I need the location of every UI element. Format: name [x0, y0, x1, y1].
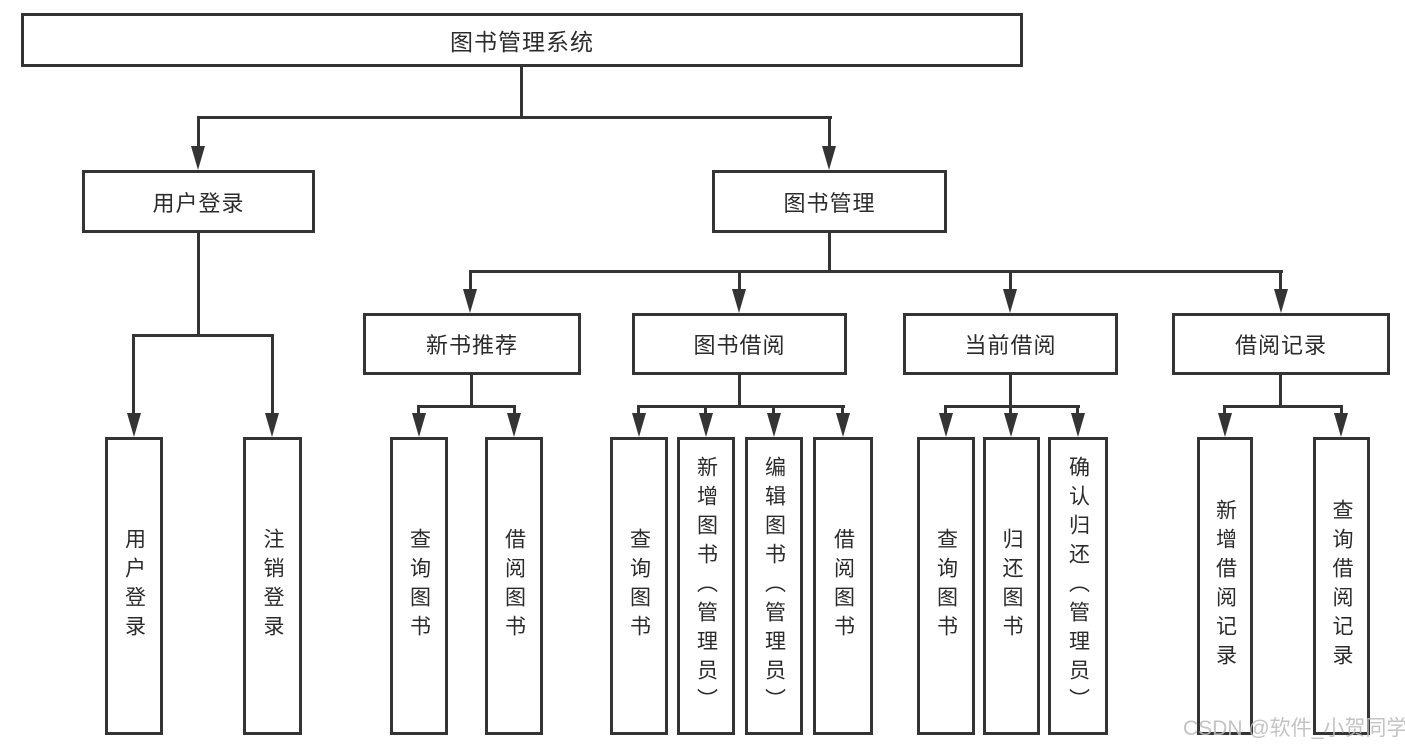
connector-line — [271, 334, 274, 415]
node-leaf-recommend-query-book: 查询图书 — [390, 437, 448, 735]
connector-line — [197, 116, 832, 119]
node-user-login: 用户登录 — [82, 170, 315, 233]
node-label: 查询图书 — [627, 528, 651, 644]
node-label: 新书推荐 — [425, 333, 518, 358]
connector-line — [417, 405, 516, 408]
csdn-watermark: CSDN @软件_小贺同学 — [1183, 717, 1405, 740]
connector-line — [704, 405, 707, 416]
connector-line — [469, 270, 472, 291]
node-label: 用户登录 — [152, 190, 245, 216]
connector-line — [513, 405, 516, 416]
node-label: 确认归还（管理员） — [1066, 455, 1090, 717]
node-label: 借阅图书 — [831, 528, 855, 644]
connector-line — [1076, 405, 1079, 416]
node-leaf-record-query: 查询借阅记录 — [1313, 437, 1370, 735]
arrowhead-down-icon — [939, 413, 953, 437]
connector-line — [520, 66, 523, 118]
connector-line — [841, 405, 844, 416]
node-root: 图书管理系统 — [21, 13, 1023, 67]
connector-line — [132, 334, 274, 337]
node-leaf-current-query-book: 查询图书 — [917, 437, 975, 735]
arrowhead-down-icon — [822, 146, 836, 170]
node-label: 图书管理 — [783, 190, 876, 216]
node-label: 查询图书 — [934, 528, 958, 644]
node-new-book-recommend: 新书推荐 — [363, 313, 581, 375]
connector-line — [417, 405, 420, 416]
arrowhead-down-icon — [1003, 289, 1017, 313]
connector-line — [1279, 375, 1282, 408]
connector-line — [1009, 375, 1012, 408]
node-label: 借阅图书 — [502, 528, 526, 644]
node-label: 编辑图书（管理员） — [762, 455, 786, 717]
node-leaf-current-confirm-return-admin: 确认归还（管理员） — [1048, 437, 1108, 735]
arrowhead-down-icon — [632, 413, 646, 437]
connector-line — [828, 116, 831, 149]
node-label: 当前借阅 — [964, 333, 1057, 358]
node-book-management: 图书管理 — [712, 170, 947, 233]
node-leaf-borrow-add-book-admin: 新增图书（管理员） — [677, 437, 735, 735]
connector-line — [738, 375, 741, 408]
node-current-borrow: 当前借阅 — [903, 313, 1118, 375]
node-label: 新增借阅记录 — [1213, 499, 1237, 673]
arrowhead-down-icon — [127, 413, 141, 437]
node-leaf-logout: 注销登录 — [243, 437, 302, 735]
node-label: 归还图书 — [1000, 528, 1023, 644]
connector-line — [132, 334, 135, 415]
node-leaf-borrow-query-book: 查询图书 — [610, 437, 668, 735]
node-label: 注销登录 — [261, 528, 284, 644]
connector-line — [1009, 405, 1012, 416]
node-leaf-current-return-book: 归还图书 — [983, 437, 1040, 735]
node-leaf-borrow-borrow-book: 借阅图书 — [813, 437, 873, 735]
arrowhead-down-icon — [1071, 413, 1085, 437]
connector-line — [828, 233, 831, 273]
node-leaf-borrow-edit-book-admin: 编辑图书（管理员） — [745, 437, 803, 735]
node-leaf-user-login: 用户登录 — [105, 437, 163, 735]
node-label: 图书借阅 — [693, 333, 786, 358]
arrowhead-down-icon — [732, 289, 746, 313]
connector-line — [1340, 405, 1343, 416]
node-leaf-recommend-borrow-book: 借阅图书 — [485, 437, 543, 735]
node-label: 查询借阅记录 — [1330, 499, 1353, 673]
connector-line — [1009, 270, 1012, 291]
arrowhead-down-icon — [767, 413, 781, 437]
connector-line — [637, 405, 845, 408]
connector-line — [197, 233, 200, 337]
connector-line — [772, 405, 775, 416]
node-label: 查询图书 — [407, 528, 431, 644]
arrowhead-down-icon — [1334, 413, 1348, 437]
arrowhead-down-icon — [191, 146, 205, 170]
node-label: 新增图书（管理员） — [694, 455, 718, 717]
connector-line — [1223, 405, 1226, 416]
connector-line — [944, 405, 1080, 408]
node-leaf-record-add: 新增借阅记录 — [1197, 437, 1253, 735]
connector-line — [944, 405, 947, 416]
connector-line — [469, 270, 1283, 273]
node-label: 图书管理系统 — [450, 29, 594, 55]
arrowhead-down-icon — [1274, 289, 1288, 313]
connector-line — [1223, 405, 1343, 408]
connector-line — [1279, 270, 1282, 291]
arrowhead-down-icon — [412, 413, 426, 437]
connector-line — [738, 270, 741, 291]
arrowhead-down-icon — [463, 289, 477, 313]
arrowhead-down-icon — [836, 413, 850, 437]
node-book-borrow: 图书借阅 — [632, 313, 847, 375]
connector-line — [637, 405, 640, 416]
arrowhead-down-icon — [265, 413, 279, 437]
arrowhead-down-icon — [1004, 413, 1018, 437]
node-borrow-record: 借阅记录 — [1172, 313, 1390, 375]
connector-line — [197, 116, 200, 149]
arrowhead-down-icon — [699, 413, 713, 437]
arrowhead-down-icon — [507, 413, 521, 437]
node-label: 用户登录 — [122, 528, 146, 644]
arrowhead-down-icon — [1218, 413, 1232, 437]
connector-line — [470, 375, 473, 408]
node-label: 借阅记录 — [1234, 333, 1327, 358]
